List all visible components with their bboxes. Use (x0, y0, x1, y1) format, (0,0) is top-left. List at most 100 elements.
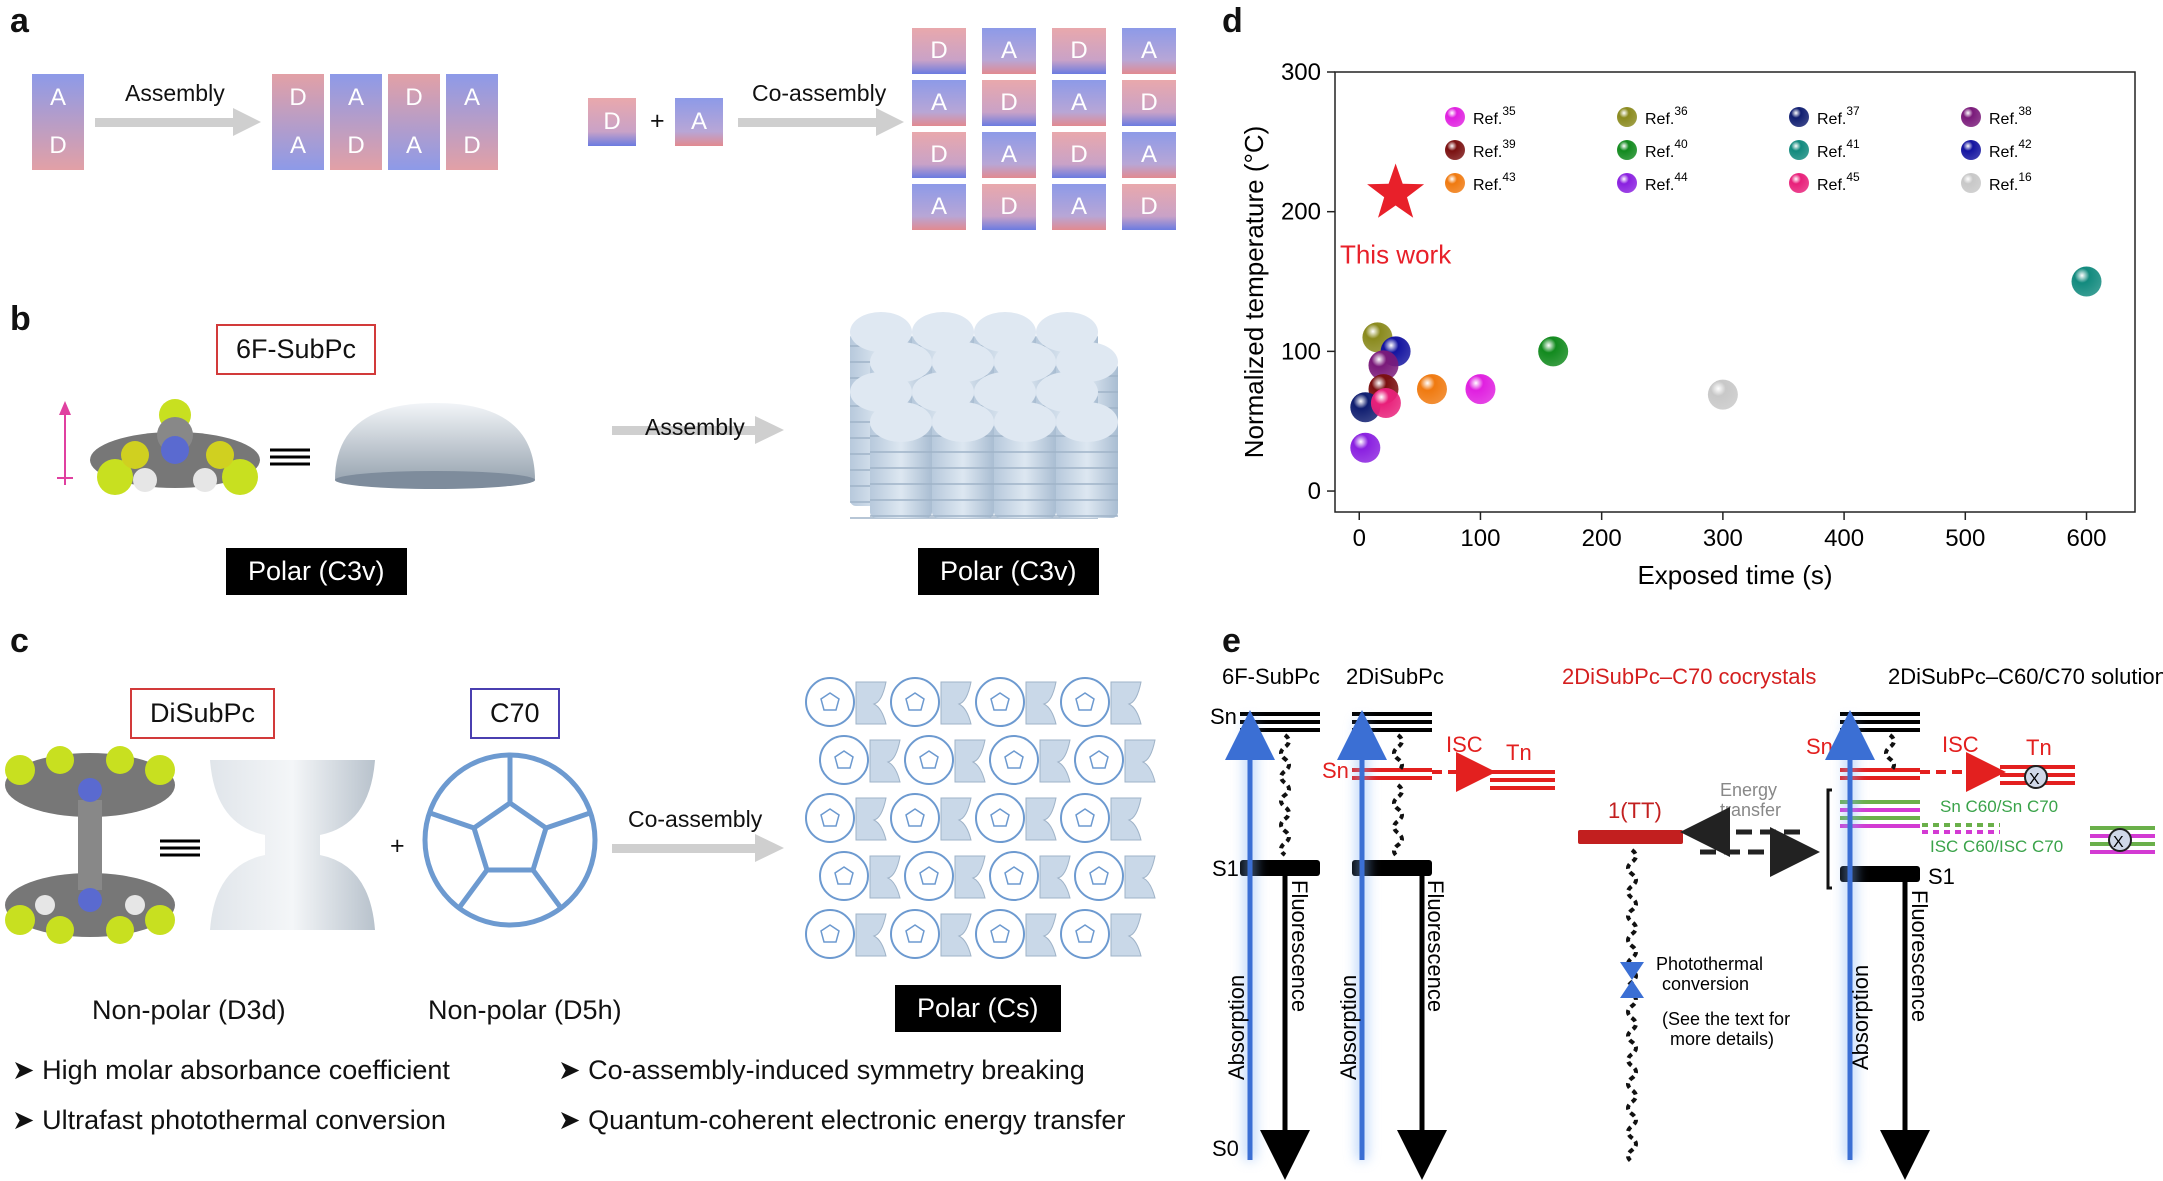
see-text-note: more details) (1670, 1029, 1774, 1049)
sn-red-level (1352, 776, 1432, 780)
ic-wavy (1884, 733, 1896, 773)
grid-tile-acceptor: A (1052, 184, 1106, 230)
panel-letter-a: a (10, 2, 29, 40)
bullet-item: ➤ Ultrafast photothermal conversion (12, 1095, 450, 1145)
lattice-unit (975, 793, 1057, 843)
plot-frame (1334, 71, 2136, 513)
grid-tile-donor: D (1052, 132, 1106, 178)
triplet-level (2090, 826, 2155, 830)
tile-label-bottom: D (49, 132, 67, 159)
grid-tile-acceptor: A (912, 80, 966, 126)
assembled-columns (850, 312, 1118, 519)
acceptor-level (1840, 800, 1920, 804)
legend-marker (1445, 140, 1465, 160)
x-tick-label: 0 (1353, 525, 1366, 552)
grid-tile-acceptor: A (982, 28, 1036, 74)
grid-tile-acceptor: A (982, 132, 1036, 178)
grid-tile-donor: D (982, 184, 1036, 230)
legend-marker (1617, 107, 1637, 127)
bullet-arrow-icon: ➤ (558, 1055, 581, 1085)
assembly-label-b: Assembly (645, 414, 745, 440)
tt-label: 1(TT) (1608, 798, 1662, 823)
legend-marker (1961, 107, 1981, 127)
legend-label: Ref.16 (1989, 170, 2032, 194)
lattice-unit (819, 735, 901, 785)
lattice-unit (975, 677, 1057, 727)
title-solution: 2DiSubPc–C60/C70 solution (1888, 664, 2163, 689)
blocked-x-glyph: X (2113, 834, 2124, 851)
nonpolar-d5h: Non-polar (D5h) (428, 995, 622, 1025)
x-tick-label: 100 (1460, 525, 1500, 552)
fluorescence-label: Fluorescence (1423, 880, 1448, 1012)
lattice-unit (989, 735, 1071, 785)
this-work-label: This work (1340, 240, 1452, 270)
legend-label: Ref.45 (1817, 170, 1860, 194)
grid-tile-acceptor: A (1052, 80, 1106, 126)
hourglass-icon (1620, 962, 1644, 998)
sn-level (1352, 720, 1432, 724)
disk-column (932, 402, 994, 518)
legend-label: Ref.38 (1989, 104, 2032, 128)
plus-sign-c: + (390, 832, 405, 860)
legend-marker (1789, 140, 1809, 160)
this-work-star (1367, 163, 1425, 218)
lattice-unit (805, 677, 887, 727)
sn-level (1840, 720, 1920, 724)
absorption-label: Absorption (1224, 975, 1249, 1080)
panel-letter-e: e (1222, 622, 1241, 660)
data-point-ref-16 (1707, 379, 1738, 410)
sn-level (1840, 712, 1920, 716)
grid-tile-donor: D (982, 80, 1036, 126)
bowl-shape (335, 403, 535, 489)
fluorescence-label: Fluorescence (1287, 880, 1312, 1012)
bracket (1826, 788, 1832, 890)
x-tick-label: 200 (1582, 525, 1622, 552)
legend-label: Ref.35 (1473, 104, 1516, 128)
legend-marker (1789, 173, 1809, 193)
y-tick-label: 0 (1308, 478, 1321, 505)
grid-tile-donor: D (1122, 184, 1176, 230)
lattice-unit (989, 851, 1071, 901)
tile-label: D (347, 132, 365, 159)
data-point-ref-45 (1370, 388, 1401, 419)
legend-marker (1445, 107, 1465, 127)
sn-red-level (1840, 768, 1920, 772)
legend-marker (1961, 140, 1981, 160)
data-point-ref-43 (1416, 374, 1447, 405)
tile-label: A (289, 132, 306, 159)
assembly-arrow-b (612, 416, 784, 444)
lattice-unit (904, 851, 986, 901)
x-tick-label: 400 (1824, 525, 1864, 552)
title-disubpc: 2DiSubPc (1346, 664, 1444, 689)
legend-label: Ref.42 (1989, 137, 2032, 161)
coassembly-arrow-c (612, 834, 784, 862)
title-6f-subpc: 6F-SubPc (1222, 664, 1320, 689)
data-point-ref-41 (2071, 266, 2102, 297)
tile-label: A (347, 84, 364, 111)
sn-level (1352, 728, 1432, 732)
lattice-unit (975, 909, 1057, 959)
energy-transfer-label: transfer (1720, 800, 1781, 820)
bullet-item: ➤ Quantum-coherent electronic energy tra… (558, 1095, 1125, 1145)
ic-wavy (1279, 733, 1291, 857)
photothermal-label: Photothermal (1656, 954, 1763, 974)
tile-label-top: A (49, 84, 66, 111)
s1-level (1240, 860, 1320, 876)
tn-level (1490, 770, 1555, 774)
polar-c3v-right: Polar (C3v) (918, 548, 1099, 595)
sn-c60-c70-label: Sn C60/Sn C70 (1940, 797, 2058, 816)
bullet-arrow-icon: ➤ (12, 1105, 35, 1135)
data-point-ref-38 (1368, 350, 1399, 381)
sn-label: Sn (1322, 758, 1349, 783)
lattice-unit (890, 909, 972, 959)
y-axis-label: Normalized temperature (°C) (1239, 126, 1269, 459)
isc-c60-c70-label: ISC C60/ISC C70 (1930, 837, 2063, 856)
see-text-note: (See the text for (1662, 1009, 1790, 1029)
legend-label: Ref.43 (1473, 170, 1516, 194)
s1-label: S1 (1928, 864, 1955, 889)
sn-label: Sn (1806, 734, 1833, 759)
sn-level (1240, 712, 1320, 716)
x-tick-label: 300 (1703, 525, 1743, 552)
